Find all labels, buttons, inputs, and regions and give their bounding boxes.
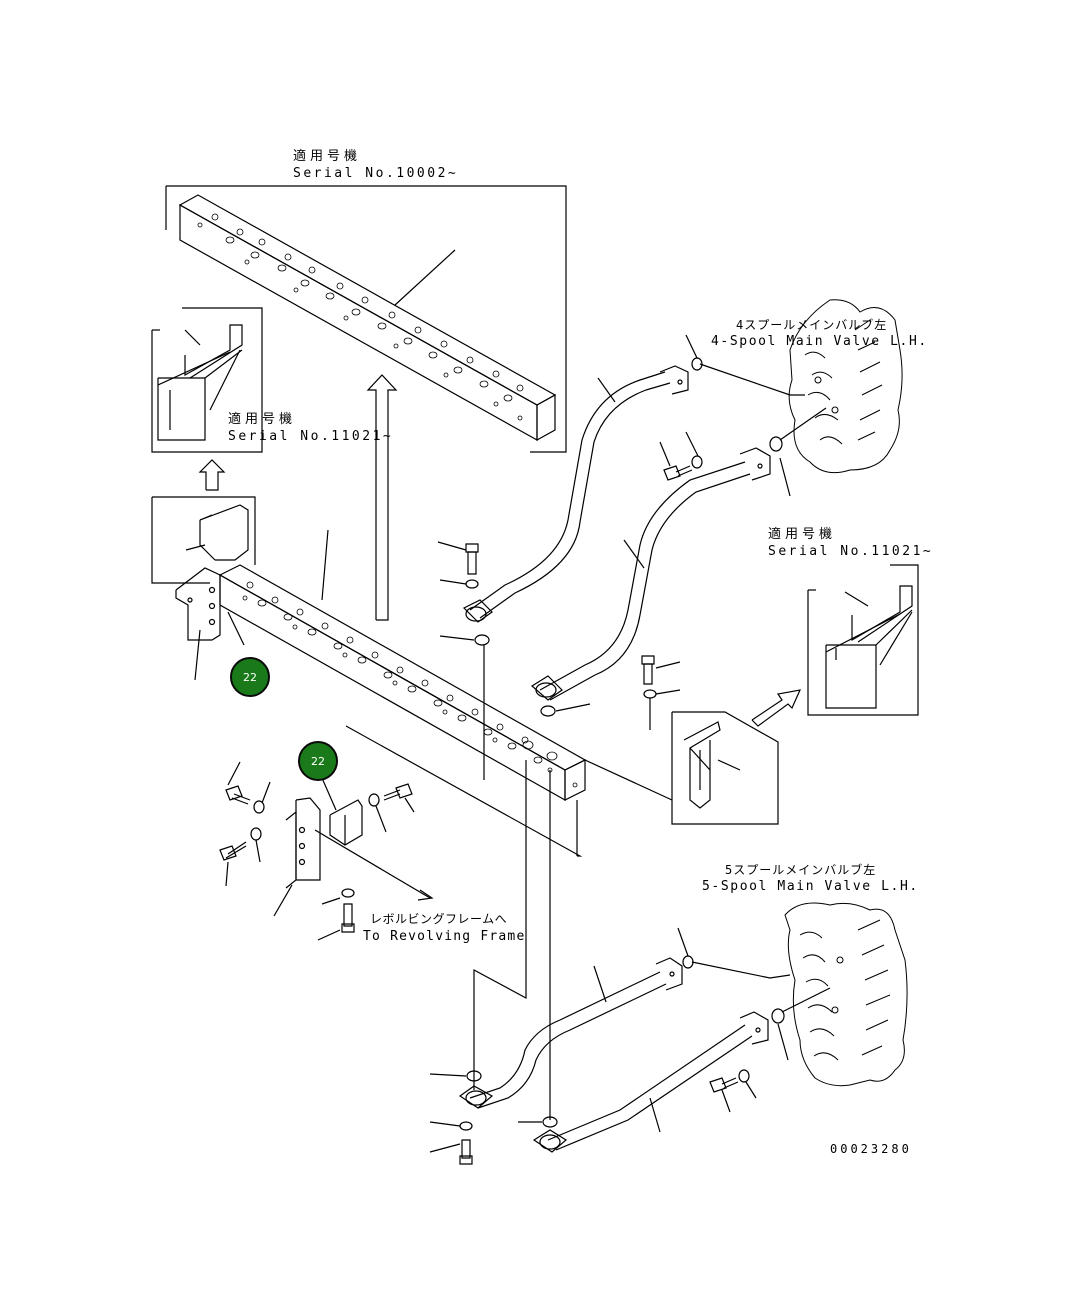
valve-5-jp-label: 5スプールメインバルブ左 xyxy=(725,863,877,877)
main-beam-bracket xyxy=(176,505,248,680)
inset-frame-center xyxy=(585,712,778,824)
leader-lines-vertical xyxy=(474,645,550,1120)
up-arrow-large xyxy=(368,375,396,620)
lower-pipe-1 xyxy=(460,958,682,1108)
right-arrow xyxy=(752,690,800,726)
callout-part-22-b[interactable]: 22 xyxy=(298,741,338,781)
mid-bolts xyxy=(220,762,414,940)
serial-left-jp-label: 適用号機 xyxy=(228,412,297,427)
valve-4-spool xyxy=(789,300,902,473)
inset-frame-top xyxy=(166,186,566,452)
inset-frame-right xyxy=(808,565,918,715)
serial-right-label: Serial No.11021~ xyxy=(768,544,934,559)
left-inset-bracket xyxy=(158,325,242,440)
callout-part-22-a[interactable]: 22 xyxy=(230,657,270,697)
valve-4-jp-label: 4スプールメインバルブ左 xyxy=(736,318,888,332)
right-inset-bracket xyxy=(826,586,912,708)
upper-pipe-fasteners xyxy=(438,335,826,730)
mid-bracket-assembly xyxy=(274,726,580,916)
upper-pipe-2 xyxy=(532,448,770,700)
drawing-number: 00023280 xyxy=(830,1142,912,1156)
lower-pipe-2 xyxy=(534,1012,768,1152)
main-beam-holes xyxy=(243,582,577,787)
valve-4-en-label: 4-Spool Main Valve L.H. xyxy=(711,334,928,349)
center-inset-bracket xyxy=(684,722,740,808)
upper-pipe-1 xyxy=(464,366,688,622)
frame-en-label: To Revolving Frame xyxy=(363,929,526,944)
valve-5-spool xyxy=(785,903,907,1086)
serial-left-label: Serial No.11021~ xyxy=(228,429,394,444)
beam-top-holes xyxy=(198,214,523,420)
main-bracket-box xyxy=(152,497,255,583)
inset-frame-left xyxy=(152,308,262,452)
serial-top-jp-label: 適用号機 xyxy=(293,149,362,164)
up-arrow-small xyxy=(200,460,224,490)
serial-right-jp-label: 適用号機 xyxy=(768,527,837,542)
top-bar-assembly xyxy=(180,195,555,440)
serial-top-label: Serial No.10002~ xyxy=(293,166,459,181)
frame-jp-label: レボルビングフレームへ xyxy=(370,912,508,926)
lower-pipe-fasteners xyxy=(430,928,830,1164)
valve-5-en-label: 5-Spool Main Valve L.H. xyxy=(702,879,919,894)
